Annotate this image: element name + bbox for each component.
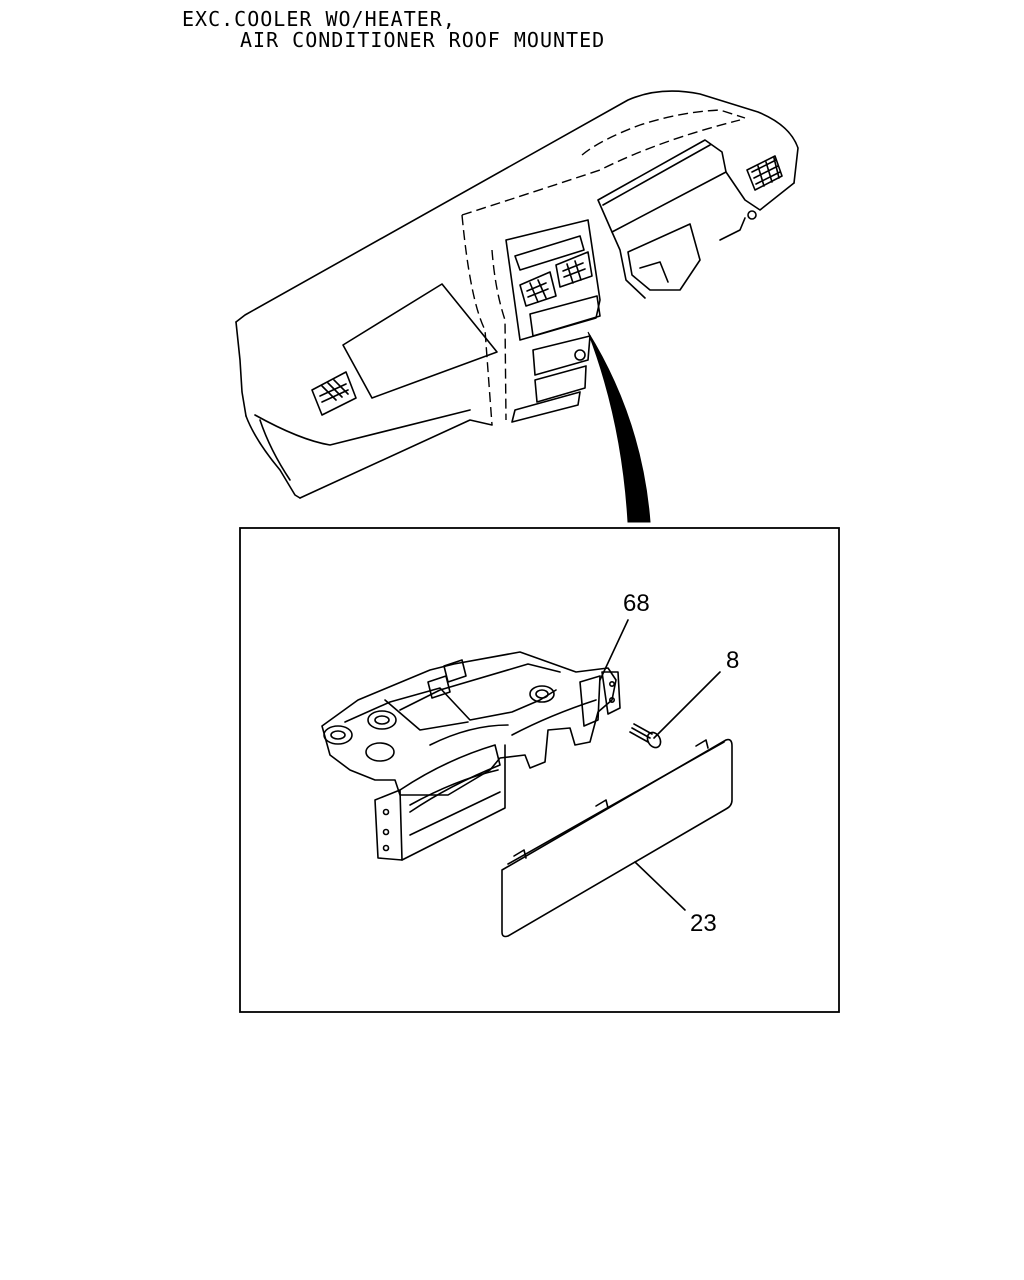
callout-8: 8 <box>726 647 740 674</box>
leader-line-8 <box>653 671 721 739</box>
detail-frame <box>239 527 840 1013</box>
panel-part <box>501 738 733 938</box>
dashboard-illustration <box>235 90 799 523</box>
callout-68: 68 <box>623 590 650 617</box>
diagram-title-line-1: EXC.COOLER WO/HEATER, <box>182 7 456 31</box>
leader-line-23 <box>634 861 686 911</box>
screw-part <box>629 723 662 749</box>
leader-line-68 <box>599 619 629 681</box>
bracket-part <box>321 651 621 861</box>
callout-23: 23 <box>690 910 717 937</box>
diagram-title-line-2: AIR CONDITIONER ROOF MOUNTED <box>240 28 606 52</box>
